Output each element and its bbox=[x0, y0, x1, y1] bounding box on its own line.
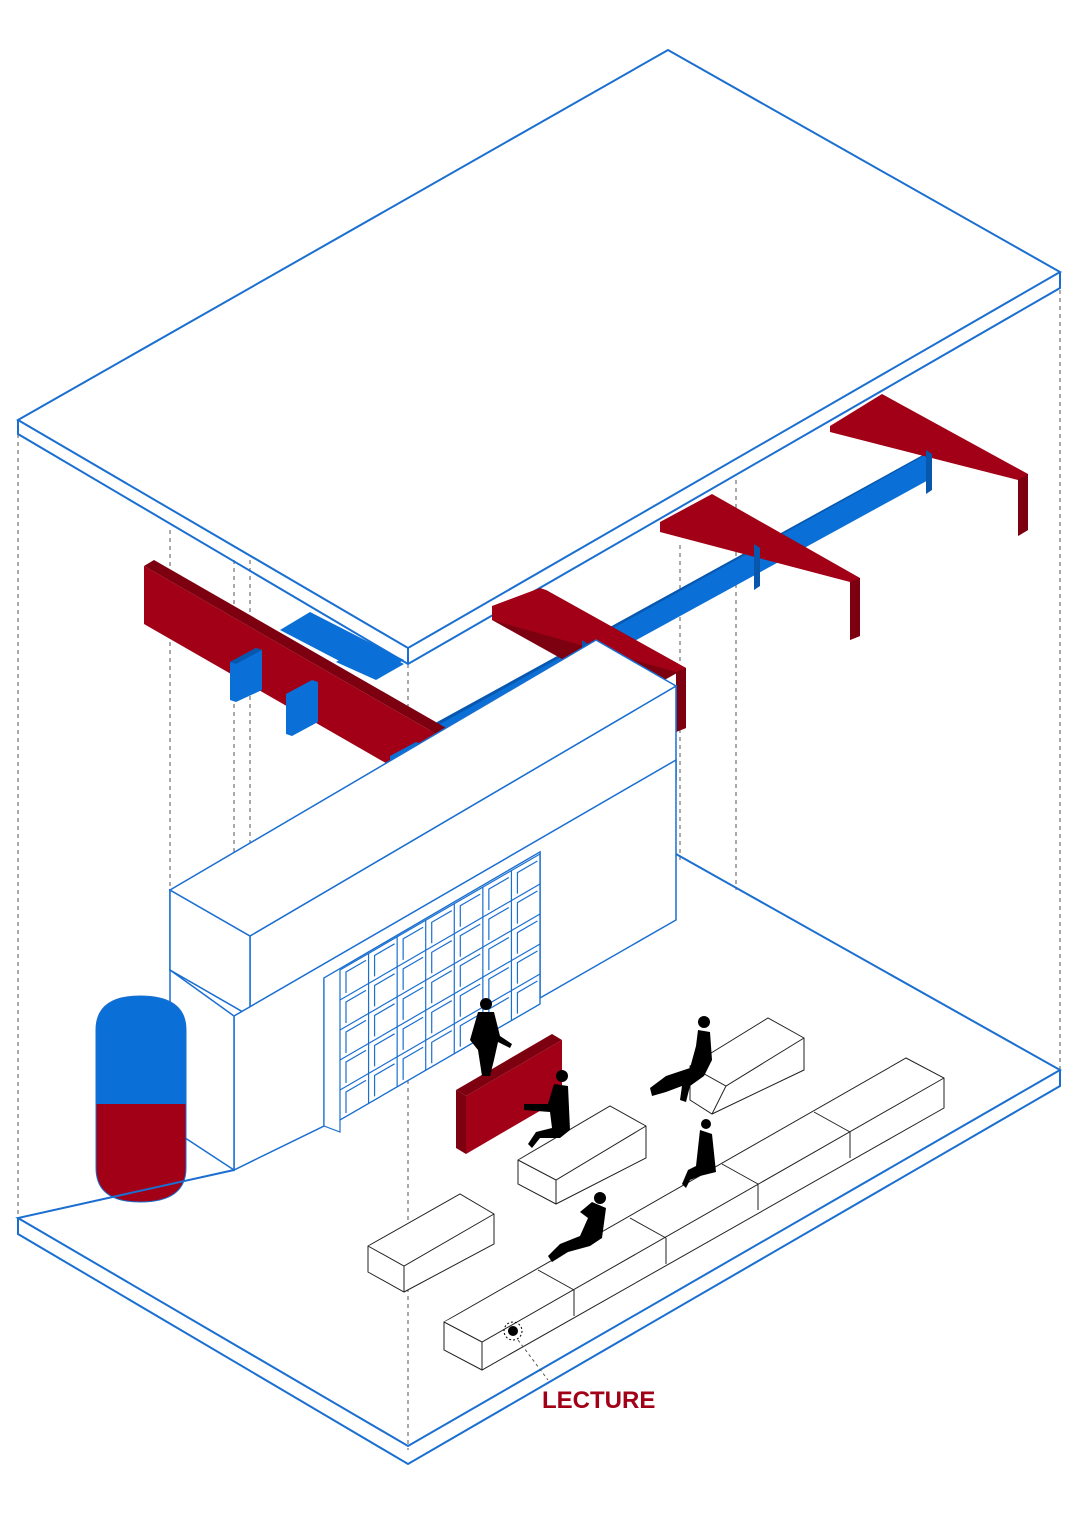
roof-slab bbox=[15, 48, 1063, 666]
shelf-cubby bbox=[402, 956, 424, 990]
figure-reclining bbox=[548, 1192, 606, 1262]
shelf-cubby bbox=[459, 953, 481, 987]
shelf-cubby bbox=[373, 973, 395, 1007]
shelf-cubby bbox=[373, 943, 395, 977]
shelf-divider-horizontal bbox=[339, 853, 541, 971]
shelf-cubby bbox=[431, 940, 453, 974]
shelf-cubby bbox=[373, 1003, 395, 1037]
shelf-cubby bbox=[459, 983, 481, 1017]
shelving-grid bbox=[323, 850, 541, 1133]
shelf-cubby bbox=[345, 1079, 367, 1113]
shelf-cubby bbox=[516, 890, 538, 924]
core-box bbox=[168, 639, 678, 1172]
shelf-cubby bbox=[459, 923, 481, 957]
red-beam-4 bbox=[830, 394, 1028, 536]
shelf-cubby bbox=[402, 1016, 424, 1050]
shelf-cubby bbox=[431, 910, 453, 944]
blue-plate-beam-4 bbox=[926, 450, 932, 494]
shelf-cubby bbox=[488, 877, 510, 911]
blue-plate-beam-3 bbox=[754, 544, 760, 590]
shelf-divider-horizontal bbox=[339, 973, 541, 1091]
shelf-cubby bbox=[488, 907, 510, 941]
shelf-cubby bbox=[488, 937, 510, 971]
shelf-cubby bbox=[431, 1000, 453, 1034]
shelf-cubby bbox=[431, 970, 453, 1004]
shelf-divider-horizontal bbox=[339, 943, 541, 1061]
lecture-marker bbox=[503, 1321, 549, 1381]
shelf-cubby bbox=[488, 967, 510, 1001]
floor-slab bbox=[15, 853, 1063, 1466]
shelf-cubby bbox=[516, 980, 538, 1014]
figure-seated-2 bbox=[650, 1016, 712, 1102]
figures bbox=[470, 998, 716, 1262]
blue-beam-small-2 bbox=[336, 645, 404, 680]
shelf-divider-horizontal bbox=[339, 1003, 541, 1121]
shelf-cubby bbox=[431, 1030, 453, 1064]
shelf-cubby bbox=[459, 1013, 481, 1047]
shelf-divider-horizontal bbox=[339, 883, 541, 1001]
shelf-cubby bbox=[373, 1033, 395, 1067]
red-beam-3 bbox=[660, 494, 860, 640]
benches bbox=[367, 1017, 945, 1371]
shelf-cubby bbox=[402, 926, 424, 960]
shelf-cubby bbox=[402, 1046, 424, 1080]
shelf-cubby bbox=[459, 893, 481, 927]
figure-speaker bbox=[470, 998, 512, 1076]
shelf-cubby bbox=[345, 989, 367, 1023]
shelf-cubby bbox=[345, 1019, 367, 1053]
shelf-cubby bbox=[345, 959, 367, 993]
shelf-divider-horizontal bbox=[339, 913, 541, 1031]
figure-seated-1 bbox=[524, 1070, 570, 1148]
shelf-cubby bbox=[373, 1063, 395, 1097]
shelf-cubby bbox=[516, 920, 538, 954]
shelf-cubby bbox=[402, 986, 424, 1020]
lecture-label: LECTURE bbox=[542, 1387, 655, 1414]
shelf-cubby bbox=[516, 860, 538, 894]
figure-seated-3 bbox=[682, 1119, 716, 1188]
cylinder-column bbox=[95, 995, 187, 1203]
lectern bbox=[456, 1034, 562, 1154]
shelf-cubby bbox=[516, 950, 538, 984]
shelf-cubby bbox=[345, 1049, 367, 1083]
